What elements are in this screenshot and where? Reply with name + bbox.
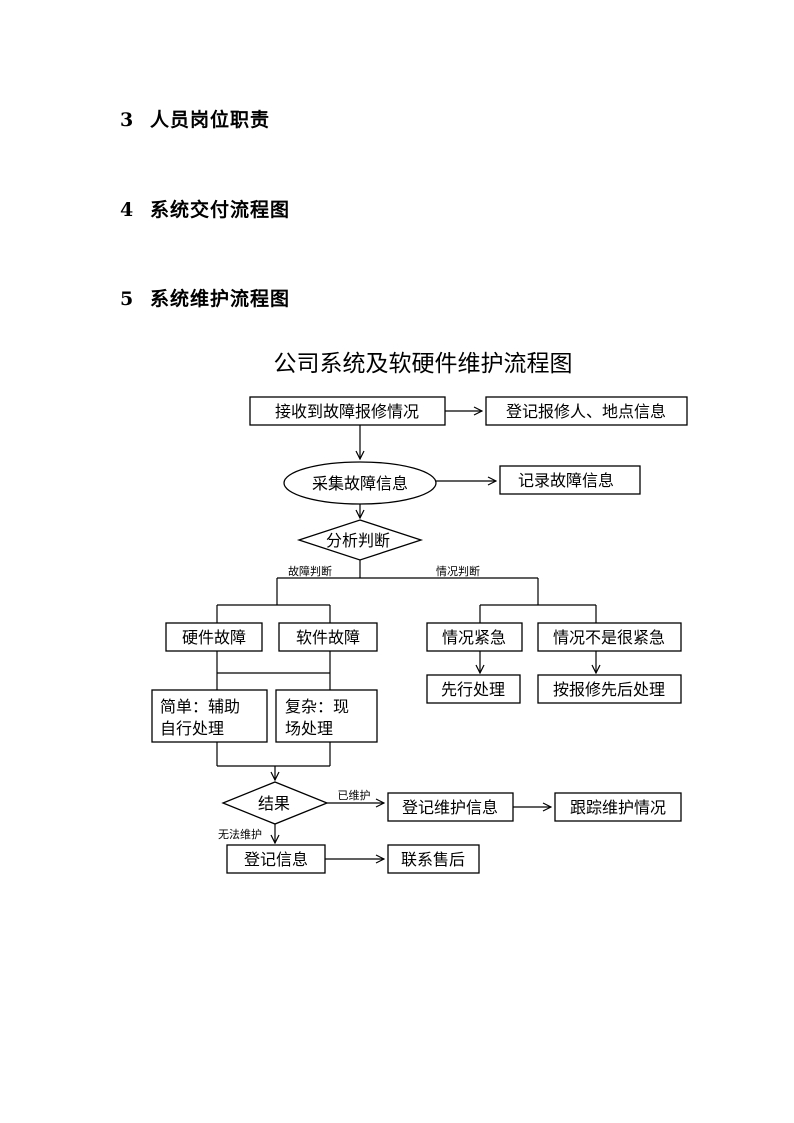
section-number: 3 xyxy=(120,109,135,131)
node-software-box xyxy=(278,622,378,652)
node-software-label: 软件故障 xyxy=(296,628,360,647)
node-record-label: 记录故障信息 xyxy=(518,471,614,490)
node-analyze-label: 分析判断 xyxy=(326,531,390,550)
node-not-urgent-label: 情况不是很紧急 xyxy=(553,628,665,647)
node-track-box xyxy=(554,792,682,822)
node-simple-box xyxy=(151,689,268,743)
section-title: 人员岗位职责 xyxy=(150,109,271,131)
node-not-urgent-box xyxy=(537,622,682,652)
node-collect-label: 采集故障信息 xyxy=(312,474,408,493)
section-title: 系统交付流程图 xyxy=(150,199,291,221)
node-handle-first-label: 先行处理 xyxy=(441,680,505,699)
node-receive-label: 接收到故障报修情况 xyxy=(275,402,419,421)
node-simple-label-line2: 自行处理 xyxy=(160,719,224,738)
edge-label-cannot: 无法维护 xyxy=(218,827,262,841)
section-heading-5: 5 系统维护流程图 xyxy=(120,284,290,311)
node-urgent-box xyxy=(426,622,523,652)
node-register-info-label: 登记信息 xyxy=(244,850,308,869)
node-track-label: 跟踪维护情况 xyxy=(570,798,666,817)
node-hardware-label: 硬件故障 xyxy=(182,628,246,647)
node-contact-box xyxy=(387,844,480,874)
node-record-box xyxy=(499,465,641,495)
section-number: 5 xyxy=(120,288,135,310)
flowchart-title: 公司系统及软硬件维护流程图 xyxy=(274,351,573,377)
node-handle-by-order-box xyxy=(537,674,682,704)
edge-label-maintained: 已维护 xyxy=(338,788,371,802)
node-register-repair-box xyxy=(485,396,688,426)
node-complex-box xyxy=(275,689,378,743)
edge-label-fault: 故障判断 xyxy=(288,564,332,578)
node-register-maintenance-box xyxy=(387,792,514,822)
section-number: 4 xyxy=(120,199,135,221)
section-heading-3: 3 人员岗位职责 xyxy=(120,105,270,132)
node-result-label: 结果 xyxy=(258,794,290,813)
node-contact-label: 联系售后 xyxy=(401,850,465,869)
section-heading-4: 4 系统交付流程图 xyxy=(120,195,290,222)
node-register-repair-label: 登记报修人、地点信息 xyxy=(506,402,666,421)
node-complex-label-line1: 复杂：现 xyxy=(285,697,349,716)
node-handle-first-box xyxy=(426,674,521,704)
node-complex-label-line2: 场处理 xyxy=(285,719,333,738)
edge-label-situation: 情况判断 xyxy=(436,564,480,578)
section-title: 系统维护流程图 xyxy=(150,288,291,310)
node-hardware-box xyxy=(165,622,263,652)
node-handle-by-order-label: 按报修先后处理 xyxy=(553,680,665,699)
node-urgent-label: 情况紧急 xyxy=(442,628,506,647)
node-register-maintenance-label: 登记维护信息 xyxy=(402,798,498,817)
node-register-info-box xyxy=(226,844,326,874)
node-simple-label-line1: 简单：辅助 xyxy=(160,697,240,716)
